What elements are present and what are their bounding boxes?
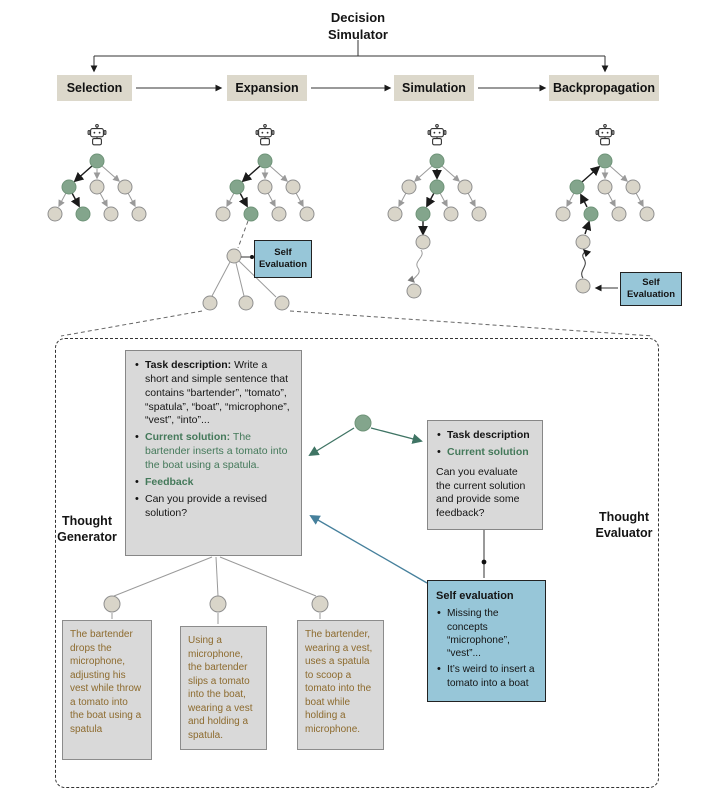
tree-node-green [89,153,105,169]
task-description-body: Write a short and simple sentence that c… [145,359,290,427]
tree-node-green [429,179,445,195]
candidate-solution-1: The bartender drops the microphone, adju… [62,620,152,760]
tree-node-gray [555,206,571,222]
tree-simulation [387,123,487,299]
tree-node-green [257,153,273,169]
node-to-generator-arrow [308,427,355,457]
node-to-evaluator-arrow [370,427,423,444]
expanded-node [226,248,242,264]
self-evaluation-panel: Self evaluation Missing the concepts “mi… [427,580,546,702]
tree-backpropagation [555,123,655,294]
backprop-self-evaluation-box: Self Evaluation [620,272,682,306]
robot-icon [595,123,615,146]
tree-node-gray [387,206,403,222]
tree-node-green [243,206,259,222]
tree-node-gray [89,179,105,195]
expanded-child [238,295,254,311]
tree-node-gray [299,206,315,222]
tree-node-green [597,153,613,169]
robot-icon [255,123,275,146]
phase-expansion: Expansion [227,75,307,101]
thought-evaluator-label: Thought Evaluator [595,510,653,541]
tree-node-gray [117,179,133,195]
tree-node-gray [471,206,487,222]
expanded-child [274,295,290,311]
current-solution-body: The bartender inserts a tomato into the … [145,431,288,472]
evaluator-prompt-panel: Task description Current solution Can yo… [427,420,543,531]
feedback-arrow [309,515,428,584]
tree-node-gray [443,206,459,222]
tree-node-gray [257,179,273,195]
tree-node-gray [401,179,417,195]
tree-node-green [583,206,599,222]
phase-simulation: Simulation [394,75,474,101]
tree-node-gray [47,206,63,222]
connector-dot [481,559,487,565]
self-evaluation-point-text: It’s weird to insert a tomato into a boa… [447,664,535,689]
current-solution-title: Current solution [447,445,529,458]
self-evaluation-point: Missing the concepts “microphone”, “vest… [436,606,537,660]
candidate-node [103,595,121,613]
robot-icon [87,123,107,146]
candidate-node [311,595,329,613]
tree-node-gray [103,206,119,222]
detail-connectors [103,414,487,624]
task-description-title: Task description: [145,359,232,371]
tree-node-green [75,206,91,222]
self-evaluation-point: It’s weird to insert a tomato into a boa… [436,662,537,690]
phase-selection: Selection [57,75,132,101]
tree-node-gray [285,179,301,195]
tree-node-gray [625,179,641,195]
candidate-solution-3: The bartender, wearing a vest, uses a sp… [297,620,384,750]
rollout-wavy-arrow [407,249,423,283]
tree-node-green [569,179,585,195]
tree-node-gray [215,206,231,222]
evaluator-question: Can you evaluate the current solution an… [436,465,526,520]
feedback-title: Feedback [145,475,194,488]
generator-prompt-panel: Task description: Write a short and simp… [125,350,302,556]
task-description-bullet: Task description: Write a short and simp… [134,358,293,428]
thought-generator-label: Thought Generator [57,514,117,545]
tree-node-gray [639,206,655,222]
backprop-leaf [575,278,591,294]
tree-node-green [61,179,77,195]
tree-node-gray [131,206,147,222]
generator-question-bullet: Can you provide a revised solution? [134,492,293,521]
expanded-child [202,295,218,311]
current-solution-bullet: Current solution: The bartender inserts … [134,430,293,473]
backprop-node [575,234,591,250]
title-bracket [90,40,609,73]
tree-selection [47,123,147,222]
tree-node-gray [271,206,287,222]
rollout-node [415,234,431,250]
current-solution-bullet: Current solution [436,445,534,460]
expansion-self-evaluation-box: Self Evaluation [254,240,312,278]
current-solution-title: Current solution: [145,431,231,444]
tree-node-green [229,179,245,195]
self-evaluation-point-text: Missing the concepts “microphone”, “vest… [447,608,510,660]
self-evaluation-title: Self evaluation [436,590,514,602]
phase-backpropagation: Backpropagation [549,75,659,101]
backprop-wavy-arrow [581,248,592,279]
page-title: Decision Simulator [328,10,388,42]
feedback-bullet: Feedback [134,475,293,490]
tree-node-green [429,153,445,169]
tree-expansion [60,123,654,337]
current-node [354,414,372,432]
tree-node-gray [611,206,627,222]
connector-dot [250,255,254,259]
tree-node-gray [457,179,473,195]
task-description-bullet: Task description [436,428,534,443]
candidate-solution-2: Using a microphone, the bartender slips … [180,626,267,750]
rollout-leaf [406,283,422,299]
robot-icon [427,123,447,146]
candidate-node [209,595,227,613]
generator-question: Can you provide a revised solution? [145,492,267,519]
tree-node-gray [597,179,613,195]
task-description-title: Task description [447,429,530,441]
tree-node-green [415,206,431,222]
